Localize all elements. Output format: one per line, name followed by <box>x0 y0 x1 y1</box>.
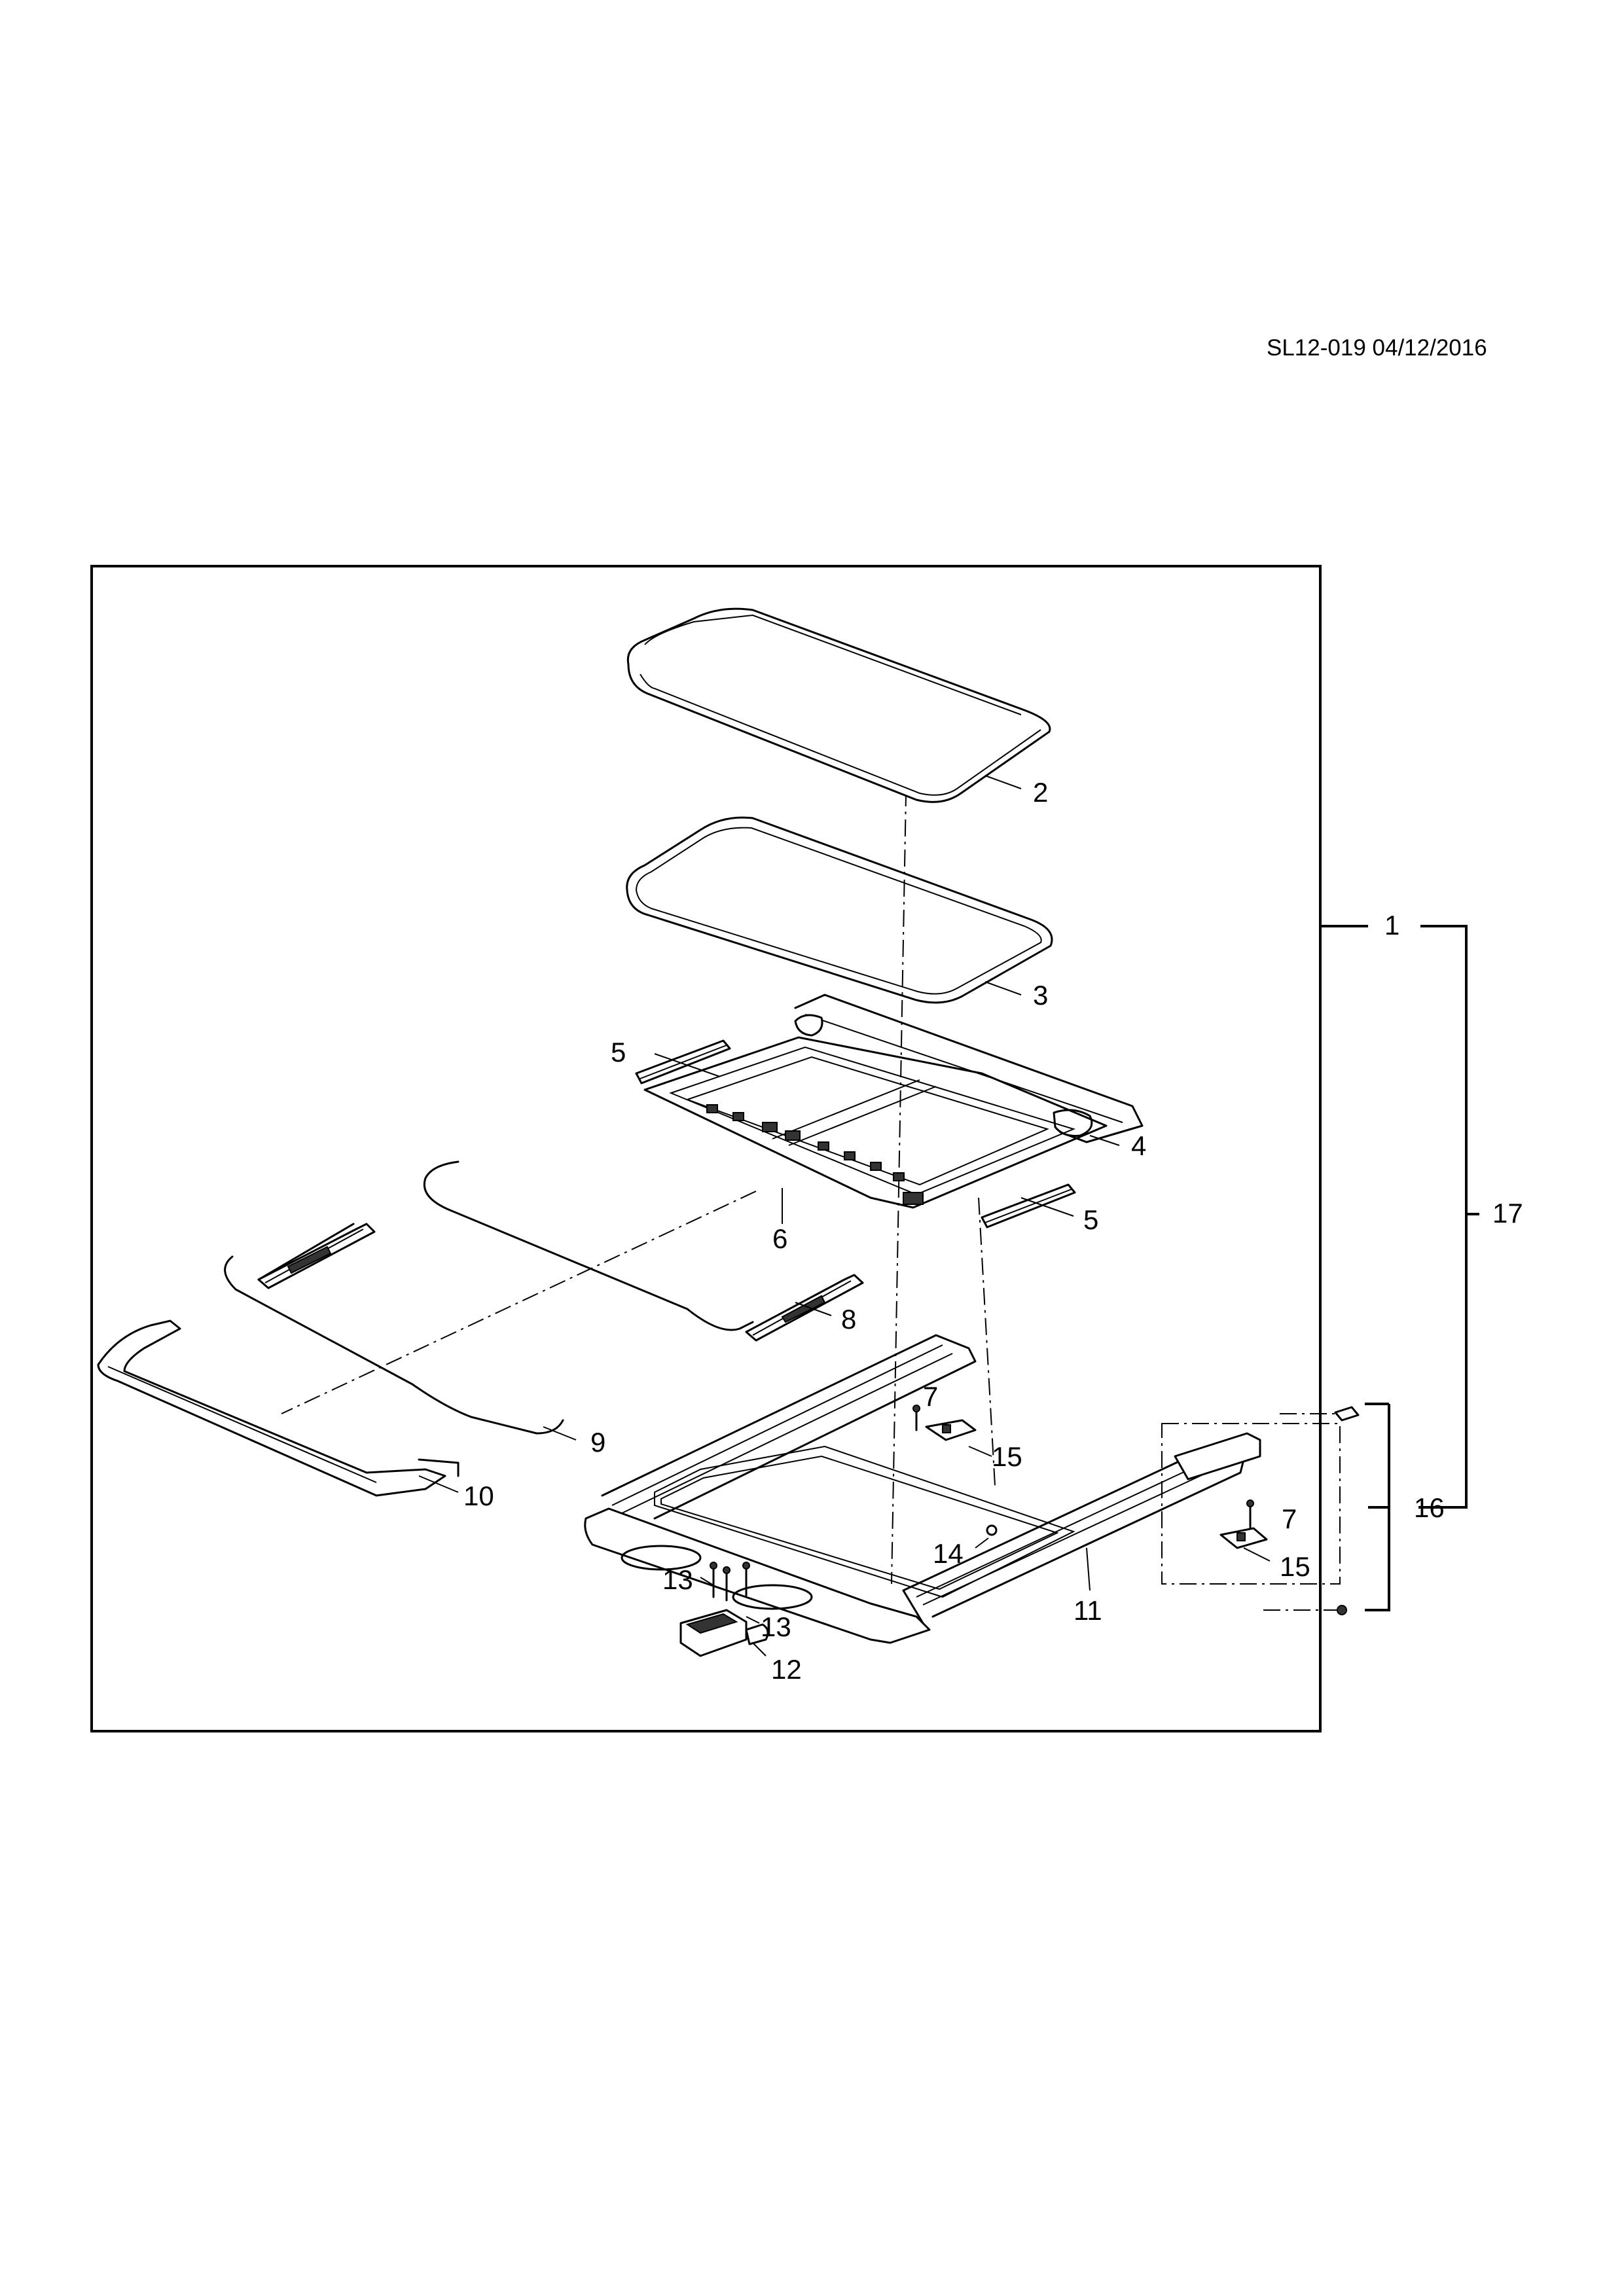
front-cross-member <box>97 1319 460 1497</box>
callout-15-center: 15 <box>992 1441 1022 1472</box>
callout-2: 2 <box>1033 777 1048 808</box>
leader-lines <box>418 775 1271 1657</box>
rail-end-piece <box>1174 1406 1360 1615</box>
sunroof-motor <box>679 1609 769 1657</box>
motor-screws <box>710 1562 750 1602</box>
callout-13-lower: 13 <box>761 1611 791 1642</box>
callout-1: 1 <box>1384 910 1399 941</box>
callout-15-right: 15 <box>1280 1551 1310 1582</box>
frame-fastener <box>986 1524 998 1536</box>
sunroof-main-frame <box>584 1334 1245 1644</box>
drive-bracket-lower <box>745 1274 864 1342</box>
rail-clip-center <box>912 1405 977 1441</box>
callout-9: 9 <box>590 1427 605 1458</box>
callout-10: 10 <box>463 1480 494 1511</box>
drive-bracket-upper <box>257 1223 376 1289</box>
callout-6: 6 <box>772 1223 787 1254</box>
callout-17: 17 <box>1492 1198 1523 1229</box>
glass-panel <box>626 607 1051 803</box>
callout-5-left: 5 <box>611 1037 626 1067</box>
sunshade-frame <box>643 1036 1108 1209</box>
assembly-16-box <box>1161 1423 1341 1585</box>
callout-8: 8 <box>841 1304 856 1335</box>
bracket-group <box>1320 925 1479 1611</box>
callout-7-right: 7 <box>1282 1503 1297 1534</box>
callout-5-right: 5 <box>1083 1204 1098 1235</box>
wind-deflector <box>794 994 1144 1143</box>
callout-12: 12 <box>771 1654 802 1685</box>
guide-strip-right <box>981 1183 1076 1229</box>
callout-13-upper: 13 <box>662 1564 693 1595</box>
guide-strip-left <box>635 1039 731 1085</box>
callout-16: 16 <box>1414 1492 1445 1523</box>
callout-11: 11 <box>1074 1595 1102 1626</box>
reference-code: SL12-019 04/12/2016 <box>1267 335 1487 361</box>
callout-7-center: 7 <box>923 1381 938 1412</box>
glass-seal <box>626 816 1053 1004</box>
assembly-centerlines <box>281 759 1348 1611</box>
rail-clip-right <box>1219 1499 1268 1549</box>
sunshade-clips <box>706 1104 924 1205</box>
callout-3: 3 <box>1033 980 1048 1011</box>
drive-cable <box>224 1160 754 1435</box>
callout-14: 14 <box>933 1538 964 1569</box>
diagram-frame <box>90 565 1322 1732</box>
callout-4: 4 <box>1131 1130 1146 1161</box>
